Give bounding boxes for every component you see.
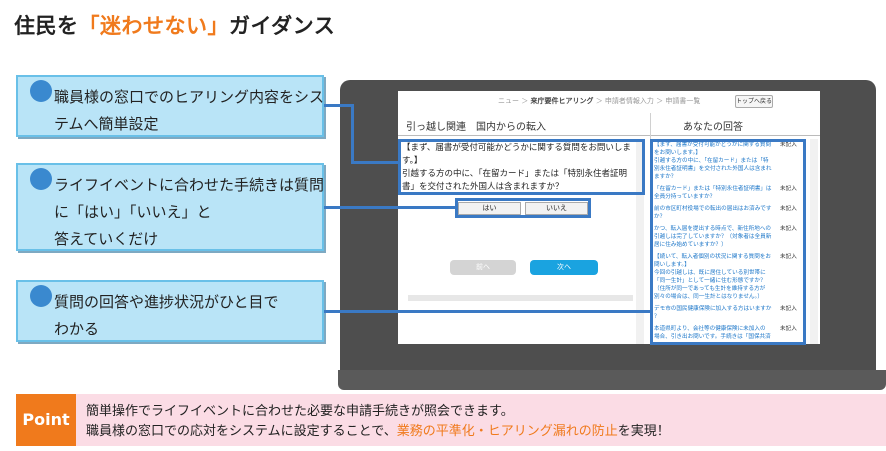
answer-item[interactable]: かつ、転入届を提出する時点で、新住所地への引越しは完了していますか？（対象者は全… — [654, 226, 797, 248]
answers-heading: あなたの回答 — [683, 122, 743, 133]
back-to-top-button[interactable]: トップへ戻る — [735, 95, 773, 108]
laptop-base — [338, 370, 886, 390]
left-scrollbar[interactable] — [636, 139, 644, 344]
connector-line — [324, 206, 457, 209]
point-tag: Point — [16, 394, 76, 446]
answer-item[interactable]: 本道県町より、会社等の健康保険に未加入の場合、引き出お問いです。手続きは「国保共… — [654, 326, 797, 340]
answer-status: 未記入 — [780, 326, 797, 332]
yes-no-group: はい いいえ — [458, 202, 588, 215]
highlight-yes-no — [455, 198, 591, 218]
bullet-dot-icon — [30, 168, 52, 190]
callout-hearing-setup: 職員様の窓口でのヒアリング内容をシス テムへ簡単設定 — [16, 75, 324, 137]
breadcrumb: ニュー ＞ 来庁要件ヒアリング ＞ 申請者情報入力 ＞ 申請書一覧 — [498, 97, 701, 105]
right-scrollbar[interactable] — [810, 139, 818, 344]
callout-progress: 質問の回答や進捗状況がひと目で わかる — [16, 280, 324, 342]
answer-status: 未記入 — [780, 306, 797, 312]
question-text: 【まず、届書が受付可能かどうかに関する質問をお問いしま す。】 引越する方の中に… — [402, 143, 631, 192]
answer-list: 【まず、届書が受付可能かどうかに関する質問をお問いします。】引越する方の中に、「… — [654, 141, 806, 344]
bullet-dot-icon — [30, 80, 52, 102]
answer-item[interactable]: 「在留カード」または「特別永住者証明書」は全員分持っていますか？ 未記入 — [654, 186, 797, 200]
category-heading: 引っ越し関連 国内からの転入 — [406, 122, 546, 133]
divider — [650, 135, 820, 136]
answer-item[interactable]: 【まず、届書が受付可能かどうかに関する質問をお問いします。】引越する方の中に、「… — [654, 142, 797, 180]
point-banner — [16, 394, 886, 446]
highlight-question — [398, 139, 645, 195]
connector-line — [324, 310, 652, 313]
connector-line — [351, 104, 354, 164]
callout-yes-no: ライフイベントに合わせた手続きは質問 に「はい」「いいえ」と 答えていくだけ — [16, 163, 324, 251]
divider — [398, 135, 650, 136]
answer-item[interactable]: 【続いて、転入者個別の状況に関する質問をお問いします。】今回の引越しは、既に居住… — [654, 254, 797, 300]
app-screen: ニュー ＞ 来庁要件ヒアリング ＞ 申請者情報入力 ＞ 申請書一覧 トップへ戻る… — [398, 91, 820, 344]
answer-item[interactable]: デモ市の国民健康保険に加入する方はいますか？ 未記入 — [654, 306, 797, 320]
connector-line — [351, 161, 400, 164]
yes-button[interactable]: はい — [458, 202, 521, 215]
answer-status: 未記入 — [780, 254, 797, 260]
connector-line — [324, 104, 354, 107]
answer-status: 未記入 — [780, 142, 797, 148]
point-text: 簡単操作でライフイベントに合わせた必要な申請手続きが照会できます。 職員様の窓口… — [86, 404, 670, 439]
page-title: 住民を「迷わせない」ガイダンス — [14, 14, 336, 38]
answer-status: 未記入 — [780, 206, 797, 212]
answer-status: 未記入 — [780, 226, 797, 232]
prev-button[interactable]: 前へ — [450, 260, 516, 275]
answer-item[interactable]: 前の市区町村役場での転出の届出はお済みですか？ 未記入 — [654, 206, 797, 220]
highlight-answers — [650, 139, 806, 345]
progress-bar — [408, 295, 633, 301]
bullet-dot-icon — [30, 285, 52, 307]
next-button[interactable]: 次へ — [530, 260, 598, 275]
answer-status: 未記入 — [780, 186, 797, 192]
no-button[interactable]: いいえ — [525, 202, 588, 215]
